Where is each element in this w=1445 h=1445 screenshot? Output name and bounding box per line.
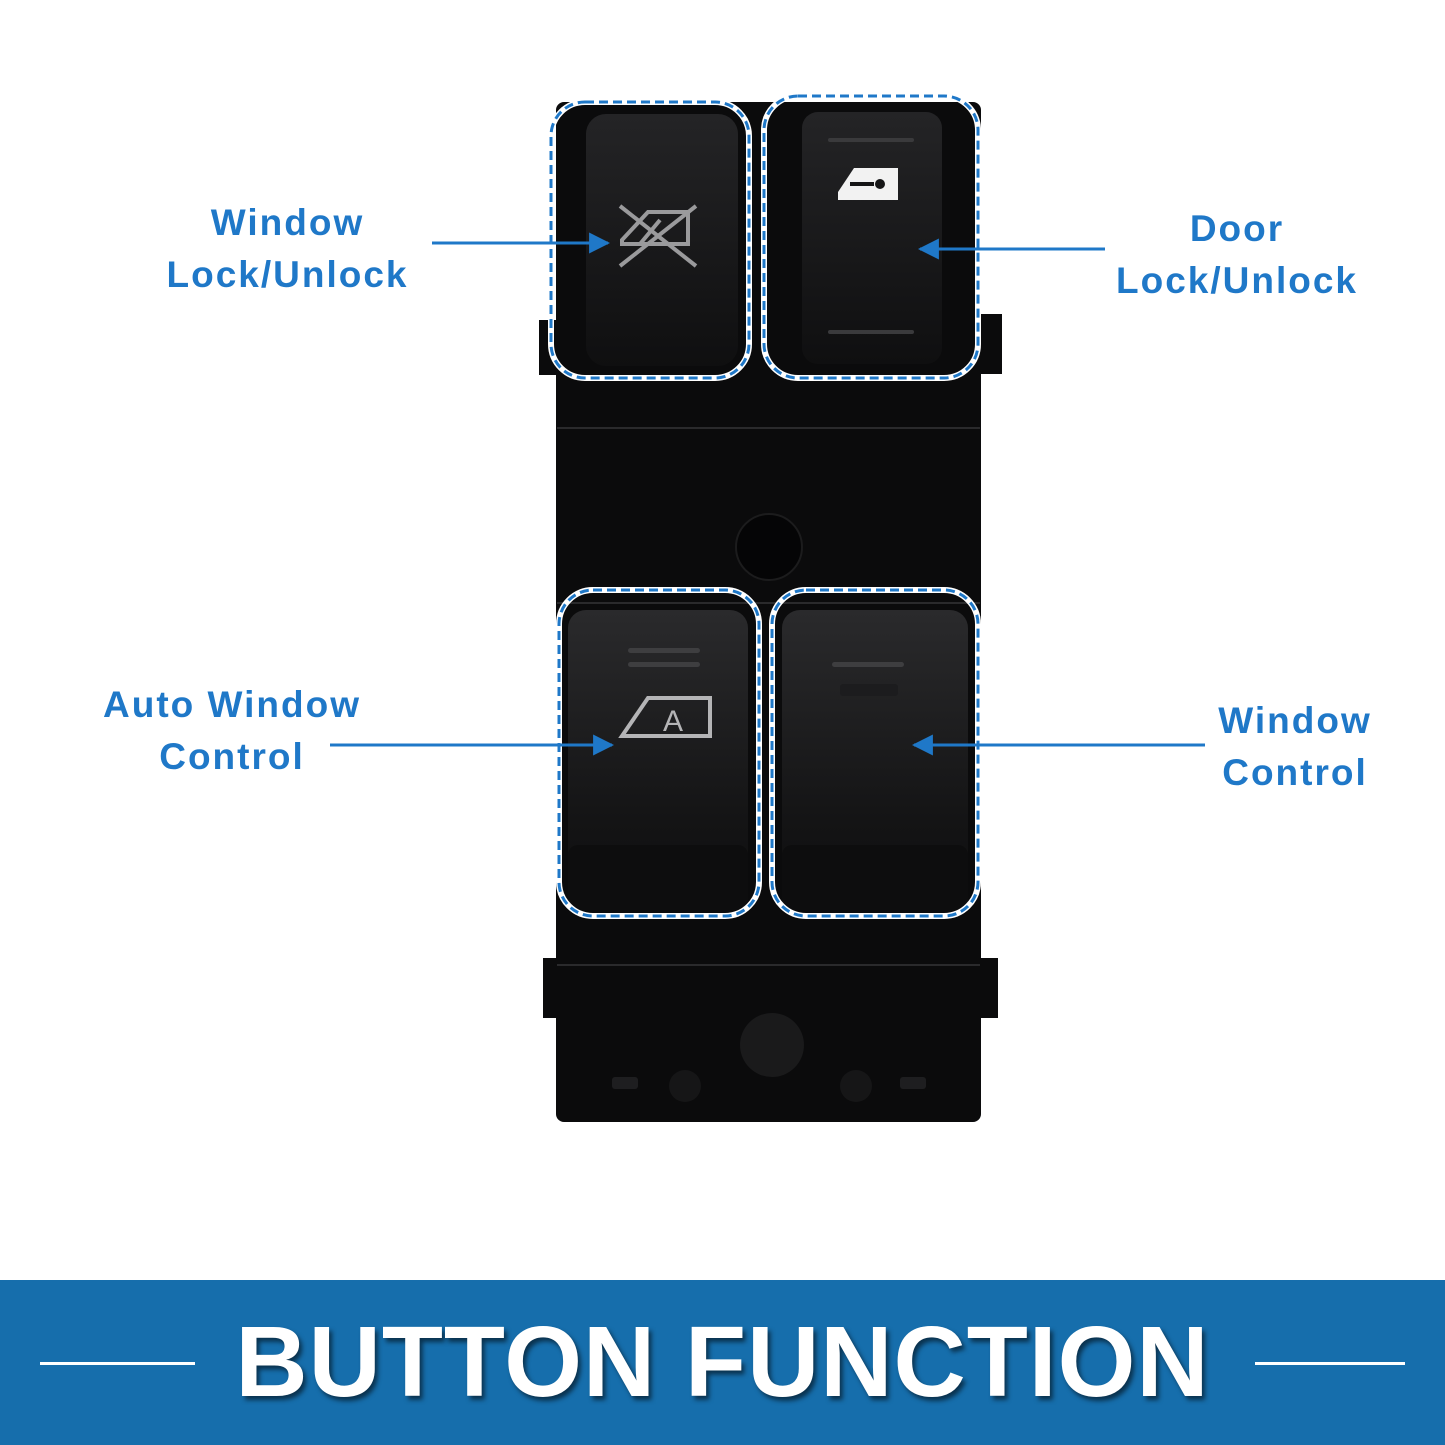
- window-control-button[interactable]: [782, 610, 968, 910]
- banner-rule-right: [1255, 1362, 1405, 1365]
- auto-window-button[interactable]: A: [568, 610, 748, 910]
- footer-banner: BUTTON FUNCTION: [0, 1280, 1445, 1445]
- callout-window-control-line2: Control: [1222, 752, 1368, 793]
- callout-auto-window: Auto Window Control: [82, 679, 382, 783]
- callout-door-lock-line2: Lock/Unlock: [1116, 260, 1358, 301]
- callout-auto-window-line2: Control: [159, 736, 305, 777]
- callout-window-lock: Window Lock/Unlock: [145, 197, 430, 301]
- banner-title: BUTTON FUNCTION: [235, 1306, 1210, 1418]
- callout-door-lock-line1: Door: [1189, 208, 1285, 249]
- callout-auto-window-line1: Auto Window: [103, 684, 361, 725]
- window-lock-icon: [618, 204, 698, 268]
- callout-door-lock: Door Lock/Unlock: [1092, 203, 1382, 307]
- window-switch-illustration: A: [330, 93, 1205, 1122]
- auto-window-icon: A: [618, 696, 712, 738]
- door-lock-icon: [838, 168, 898, 200]
- callout-window-lock-line1: Window: [210, 202, 365, 243]
- callout-window-control-line1: Window: [1218, 700, 1372, 741]
- highlight-outlines: [548, 93, 981, 919]
- callout-window-lock-line2: Lock/Unlock: [166, 254, 409, 295]
- callout-arrows: [330, 232, 1205, 756]
- window-lock-button[interactable]: [586, 114, 738, 366]
- door-lock-button[interactable]: [802, 112, 942, 364]
- svg-text:A: A: [663, 705, 683, 738]
- banner-rule-left: [40, 1362, 195, 1365]
- callout-window-control: Window Control: [1200, 695, 1390, 799]
